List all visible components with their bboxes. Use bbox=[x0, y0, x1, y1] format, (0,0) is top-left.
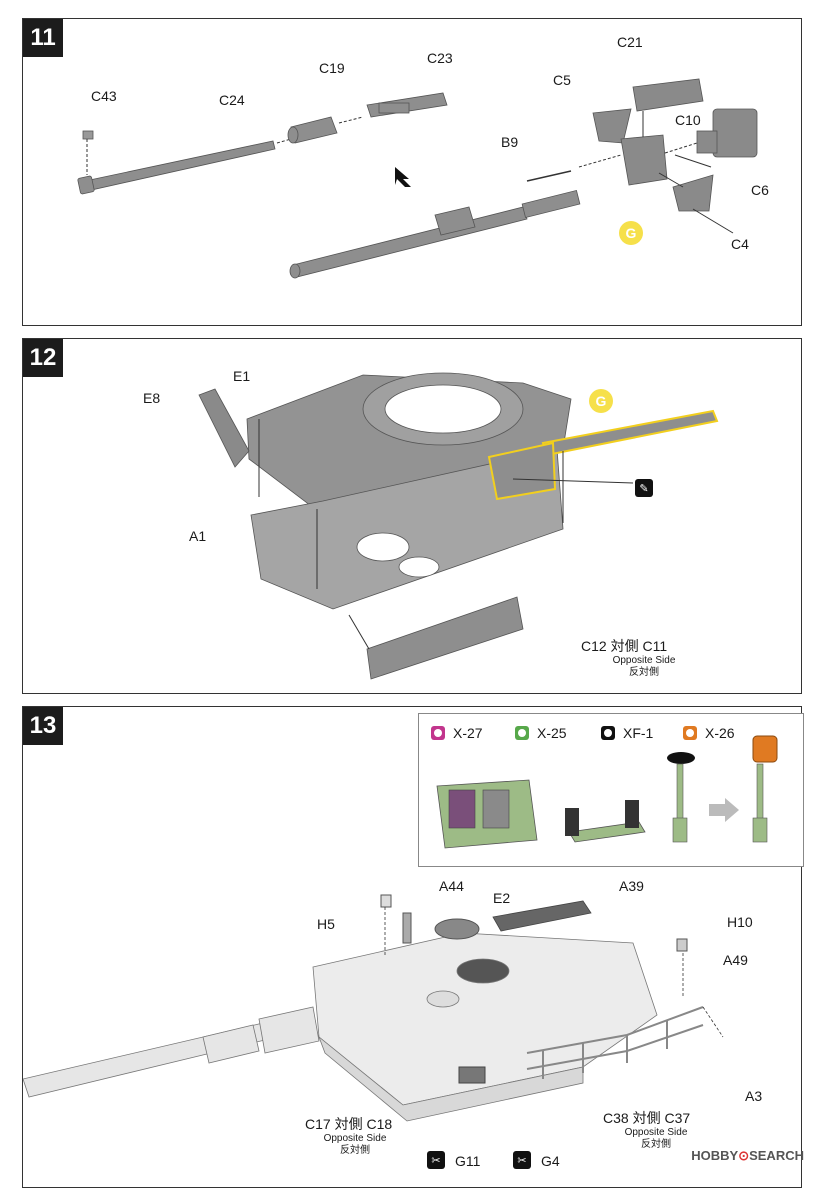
barrel-c24 bbox=[77, 140, 276, 195]
label-c5: C5 bbox=[553, 72, 571, 88]
part-e8 bbox=[198, 388, 250, 468]
step-number: 11 bbox=[23, 19, 63, 57]
paint-swatch-x26 bbox=[683, 726, 697, 740]
part-h5 bbox=[380, 894, 392, 908]
label-a44: A44 bbox=[439, 878, 464, 894]
option-g-badge: G bbox=[589, 389, 613, 413]
label-h10: H10 bbox=[727, 914, 753, 930]
step-number: 12 bbox=[23, 339, 63, 377]
label-c4: C4 bbox=[731, 236, 749, 252]
label-c43: C43 bbox=[91, 88, 117, 104]
label-e2: E2 bbox=[493, 890, 511, 906]
part-c43 bbox=[82, 130, 94, 140]
step-11-panel: 11 bbox=[22, 18, 802, 326]
label-c6: C6 bbox=[751, 182, 769, 198]
hatch-e2 bbox=[434, 918, 480, 940]
label-e1: E1 bbox=[233, 368, 251, 384]
step-12-drawing bbox=[198, 372, 719, 680]
legend-drawing bbox=[436, 735, 778, 849]
opposite-side-en: Opposite Side bbox=[612, 655, 676, 666]
turret-bottom-a1 bbox=[250, 448, 564, 610]
hatch-part-painted bbox=[436, 779, 538, 849]
direction-arrow bbox=[395, 167, 411, 187]
label-g4: G4 bbox=[541, 1153, 560, 1169]
label-a39: A39 bbox=[619, 878, 644, 894]
assembled-turret bbox=[312, 932, 658, 1122]
label-c23: C23 bbox=[427, 50, 453, 66]
label-c12-c11: C12 対側 C11 bbox=[581, 638, 668, 654]
paint-swatch-x27 bbox=[431, 726, 445, 740]
label-a1: A1 bbox=[189, 528, 207, 544]
watermark-brand: HOBBY bbox=[691, 1148, 739, 1163]
side-plate-c12 bbox=[366, 596, 524, 680]
arrow-icon bbox=[709, 798, 739, 822]
part-a39 bbox=[492, 900, 592, 932]
opposite-side-cn: 反対側 bbox=[629, 667, 659, 678]
bracket-part-painted bbox=[565, 800, 646, 843]
main-gun bbox=[23, 1006, 320, 1098]
part-c23 bbox=[366, 92, 448, 118]
opposite-side-cn: 反対側 bbox=[340, 1145, 370, 1156]
step-11-drawing bbox=[77, 78, 758, 279]
light-part-plain bbox=[667, 752, 695, 843]
label-c19: C19 bbox=[319, 60, 345, 76]
paint-label-x25: X-25 bbox=[537, 725, 567, 741]
step-12-panel: 12 E1 E8 A1 G bbox=[22, 338, 802, 694]
cut-icon: ✂ bbox=[427, 1151, 445, 1169]
opposite-side-cn: 反対側 bbox=[641, 1139, 671, 1150]
label-c21: C21 bbox=[617, 34, 643, 50]
assembled-barrel bbox=[289, 189, 581, 279]
option-g-badge: G bbox=[619, 221, 643, 245]
label-c38-c37: C38 対側 C37 bbox=[603, 1110, 691, 1126]
opposite-side-en: Opposite Side bbox=[624, 1127, 688, 1138]
part-c19 bbox=[287, 116, 338, 144]
part-h10 bbox=[676, 938, 688, 952]
turret-top-e1 bbox=[246, 372, 572, 516]
watermark: HOBBY⊙SEARCH bbox=[691, 1148, 804, 1163]
step-number: 13 bbox=[23, 707, 63, 745]
mantlet-assembly bbox=[592, 78, 758, 212]
paint-label-xf1: XF-1 bbox=[623, 725, 654, 741]
step-13-drawing bbox=[23, 894, 724, 1122]
label-b9: B9 bbox=[501, 134, 519, 150]
cut-icon: ✂ bbox=[513, 1151, 531, 1169]
label-c24: C24 bbox=[219, 92, 245, 108]
glue-icon: ✎ bbox=[635, 479, 653, 497]
paint-label-x26: X-26 bbox=[705, 725, 735, 741]
paint-legend: X-27 X-25 XF-1 X-26 bbox=[418, 713, 804, 867]
label-e8: E8 bbox=[143, 390, 161, 406]
opposite-side-en: Opposite Side bbox=[323, 1133, 387, 1144]
label-h5: H5 bbox=[317, 916, 335, 932]
paint-swatch-x25 bbox=[515, 726, 529, 740]
label-g11: G11 bbox=[455, 1153, 481, 1169]
basket-rails bbox=[526, 1006, 704, 1079]
label-c10: C10 bbox=[675, 112, 701, 128]
part-g4 bbox=[458, 1066, 486, 1084]
paint-swatch-xf1 bbox=[601, 726, 615, 740]
label-a3: A3 bbox=[745, 1088, 763, 1104]
highlighted-gun bbox=[487, 409, 719, 501]
label-c17-c18: C17 対側 C18 bbox=[305, 1116, 393, 1132]
light-part-painted bbox=[752, 735, 778, 843]
watermark-search: SEARCH bbox=[749, 1148, 804, 1163]
paint-label-x27: X-27 bbox=[453, 725, 483, 741]
label-a49: A49 bbox=[723, 952, 748, 968]
part-a44 bbox=[402, 912, 412, 944]
